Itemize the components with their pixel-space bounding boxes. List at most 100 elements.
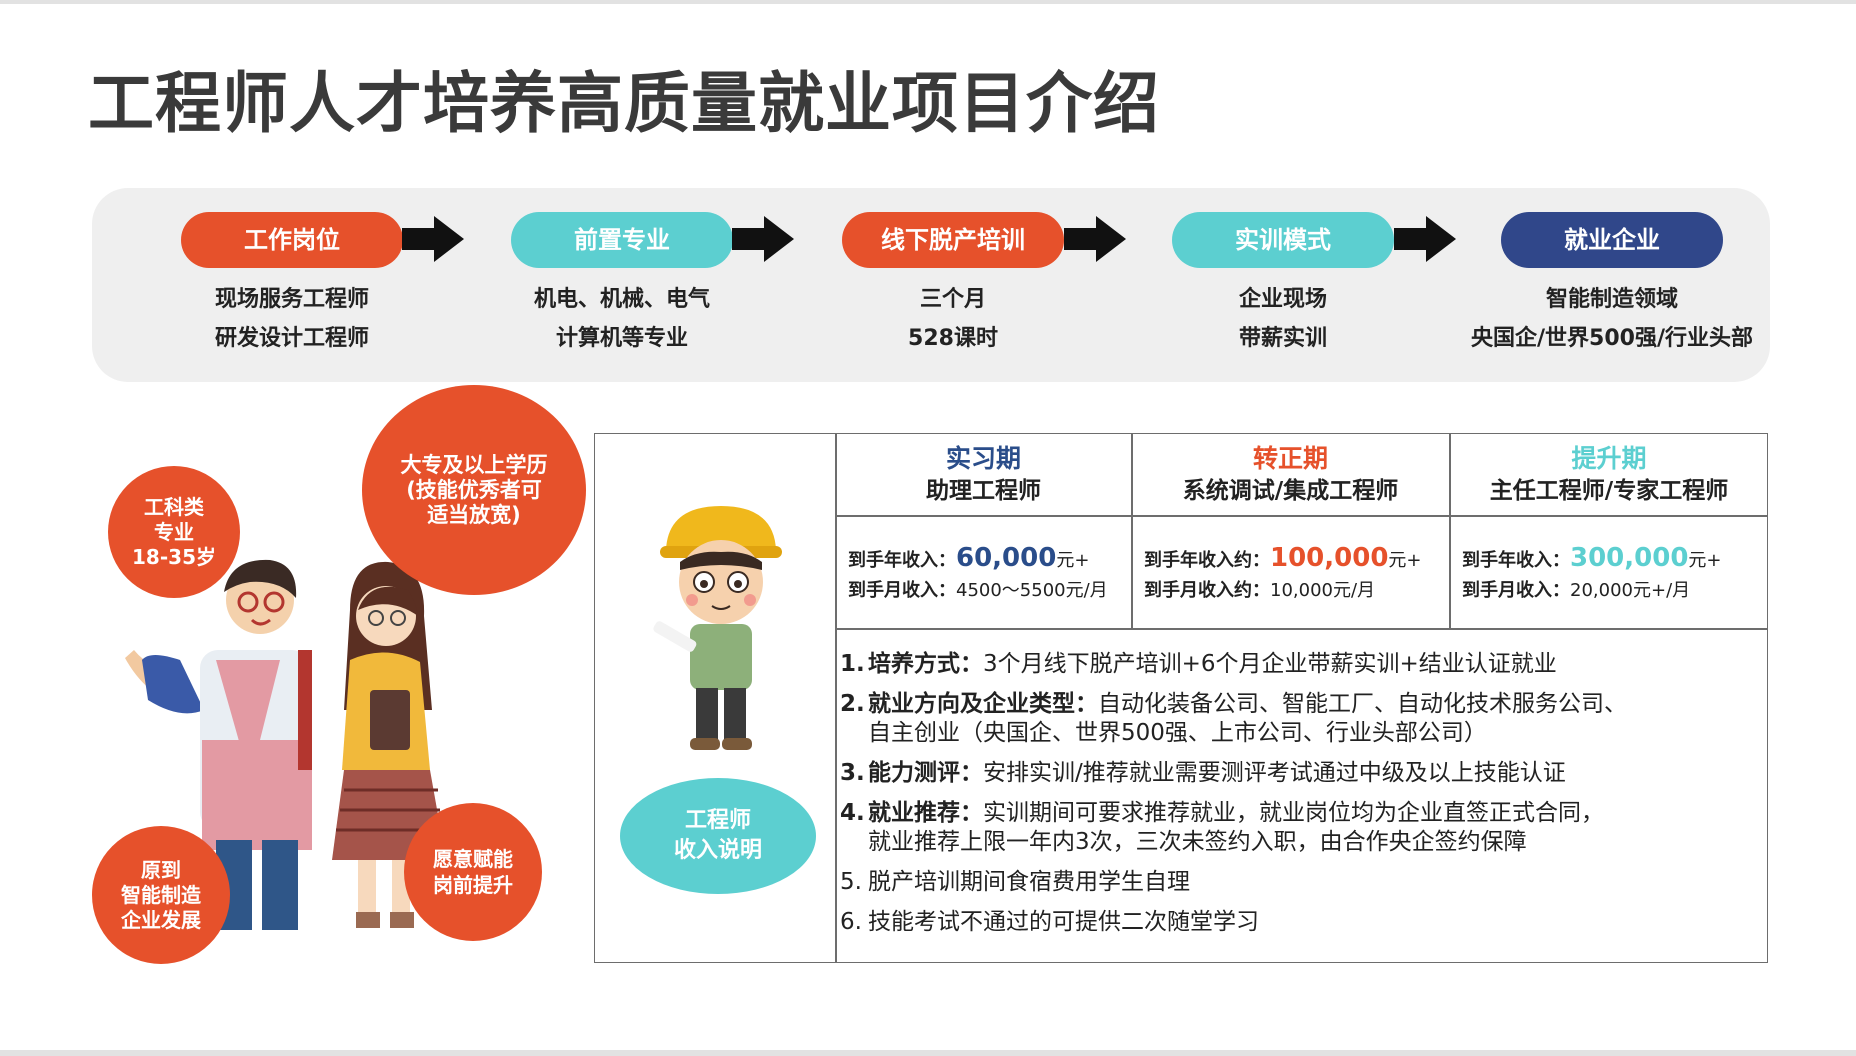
badge-line: 工程师: [684, 808, 751, 833]
circle-line: 原到: [141, 857, 181, 882]
note-text: 3个月线下脱产培训+6个月企业带薪实训+结业认证就业: [983, 651, 1557, 677]
arrow-right-icon: [1064, 216, 1126, 262]
flow-step-employer: 就业企业 智能制造领域 央国企/世界500强/行业头部: [1452, 212, 1772, 358]
divider: [835, 515, 1768, 517]
note-item: 5. 脱产培训期间食宿费用学生自理: [840, 868, 1760, 897]
phase-title: 提升期: [1571, 444, 1647, 473]
income-explanation-badge: 工程师 收入说明: [620, 778, 816, 894]
flow-step-line: 三个月: [919, 287, 986, 312]
circle-line: 企业发展: [121, 907, 201, 932]
phase-header-advance: 提升期 主任工程师/专家工程师: [1450, 443, 1768, 507]
note-number: 6.: [840, 909, 862, 935]
flow-step-job: 工作岗位 现场服务工程师 研发设计工程师: [142, 212, 442, 358]
income-monthly-value: 10,000元/月: [1270, 580, 1376, 601]
flow-step-line: 智能制造领域: [1545, 287, 1678, 312]
note-item: 3. 能力测评：安排实训/推荐就业需要测评考试通过中级及以上技能认证: [840, 759, 1760, 788]
income-annual-value: 100,000: [1270, 543, 1389, 573]
phase-role: 助理工程师: [926, 478, 1041, 504]
flow-step-line: 计算机等专业: [555, 326, 688, 351]
note-number: 4.: [840, 800, 865, 826]
note-text-continued: 自主创业（央国企、世界500强、上市公司、行业头部公司）: [868, 720, 1487, 746]
note-number: 2.: [840, 691, 865, 717]
income-cell-intern: 到手年收入：60,000元+ 到手月收入：4500～5500元/月: [848, 543, 1108, 606]
circle-line: (技能优秀者可: [406, 477, 542, 502]
note-item: 2. 就业方向及企业类型：自动化装备公司、智能工厂、自动化技术服务公司、自主创业…: [840, 690, 1760, 748]
note-number: 5.: [840, 869, 862, 895]
income-cell-advance: 到手年收入：300,000元+ 到手月收入：20,000元+/月: [1462, 543, 1722, 606]
flow-step-pill: 线下脱产培训: [842, 212, 1064, 268]
badge-line: 收入说明: [673, 838, 762, 863]
phase-header-intern: 实习期 助理工程师: [836, 443, 1131, 507]
note-number: 1.: [840, 651, 865, 677]
income-panel: [594, 433, 1768, 963]
divider: [1131, 433, 1133, 629]
circle-education: 大专及以上学历 (技能优秀者可 适当放宽): [362, 385, 586, 595]
note-text: 实训期间可要求推荐就业，就业岗位均为企业直签正式合同，: [983, 800, 1604, 826]
income-annual-label: 到手年收入约：: [1144, 550, 1270, 571]
income-monthly-value: 4500～5500元/月: [956, 580, 1108, 601]
note-item: 6. 技能考试不通过的可提供二次随堂学习: [840, 908, 1760, 937]
phase-role: 系统调试/集成工程师: [1182, 478, 1399, 504]
note-label: 就业推荐：: [868, 800, 983, 826]
income-annual-label: 到手年收入：: [848, 550, 956, 571]
flow-step-pill: 工作岗位: [181, 212, 403, 268]
flow-step-major: 前置专业 机电、机械、电气 计算机等专业: [472, 212, 772, 358]
note-item: 4. 就业推荐：实训期间可要求推荐就业，就业岗位均为企业直签正式合同， 就业推荐上…: [840, 799, 1760, 857]
students-illustration: [125, 559, 446, 930]
note-label: 就业方向及企业类型：: [868, 691, 1098, 717]
flow-step-line: 现场服务工程师: [214, 287, 369, 312]
flow-step-pill: 就业企业: [1501, 212, 1723, 268]
arrow-right-icon: [1394, 216, 1456, 262]
note-number: 3.: [840, 760, 865, 786]
circle-line: 愿意赋能: [433, 847, 513, 871]
income-monthly-label: 到手月收入：: [1462, 580, 1570, 601]
circle-line: 工科类: [144, 494, 204, 519]
phase-title: 转正期: [1252, 444, 1328, 473]
notes-list: 1. 培养方式：3个月线下脱产培训+6个月企业带薪实训+结业认证就业 2. 就业…: [840, 650, 1760, 948]
note-label: 能力测评：: [868, 760, 983, 786]
top-rule: [0, 0, 1856, 4]
circle-line: 岗前提升: [433, 873, 513, 897]
note-text: 技能考试不通过的可提供二次随堂学习: [868, 909, 1259, 935]
income-annual-suffix: 元+: [1388, 550, 1422, 571]
circle-engineering: 工科类 专业 18-35岁: [108, 466, 240, 598]
income-annual-suffix: 元+: [1688, 550, 1722, 571]
income-annual-value: 300,000: [1570, 543, 1689, 573]
income-monthly-label: 到手月收入约：: [1144, 580, 1270, 601]
bottom-rule: [0, 1050, 1856, 1056]
flow-step-line: 企业现场: [1238, 287, 1327, 312]
income-monthly-value: 20,000元+/月: [1570, 580, 1691, 601]
note-text-continued: 就业推荐上限一年内3次，三次未签约入职，由合作央企签约保障: [868, 829, 1527, 855]
income-cell-regular: 到手年收入约：100,000元+ 到手月收入约：10,000元/月: [1144, 543, 1422, 606]
phase-role: 主任工程师/专家工程师: [1489, 478, 1729, 504]
phase-header-regular: 转正期 系统调试/集成工程师: [1132, 443, 1449, 507]
flow-step-pill: 实训模式: [1172, 212, 1394, 268]
flow-step-line: 机电、机械、电气: [533, 287, 710, 312]
divider: [835, 433, 837, 963]
note-text: 脱产培训期间食宿费用学生自理: [868, 869, 1190, 895]
note-label: 培养方式：: [868, 651, 983, 677]
note-text: 自动化装备公司、智能工厂、自动化技术服务公司、: [1098, 691, 1627, 717]
note-text: 安排实训/推荐就业需要测评考试通过中级及以上技能认证: [983, 760, 1566, 786]
flow-step-pill: 前置专业: [511, 212, 733, 268]
arrow-right-icon: [732, 216, 794, 262]
note-item: 1. 培养方式：3个月线下脱产培训+6个月企业带薪实训+结业认证就业: [840, 650, 1760, 679]
income-annual-label: 到手年收入：: [1462, 550, 1570, 571]
divider: [1449, 433, 1451, 629]
income-annual-value: 60,000: [956, 543, 1057, 573]
arrow-right-icon: [402, 216, 464, 262]
flow-step-line: 央国企/世界500强/行业头部: [1471, 326, 1753, 351]
divider: [835, 628, 1768, 630]
flow-step-line: 研发设计工程师: [214, 326, 369, 351]
circle-line: 专业: [154, 519, 194, 544]
flow-step-training: 线下脱产培训 三个月 528课时: [803, 212, 1103, 358]
circle-line: 适当放宽): [427, 502, 521, 527]
flow-step-practice: 实训模式 企业现场 带薪实训: [1133, 212, 1433, 358]
phase-title: 实习期: [945, 444, 1021, 473]
process-flow: 工作岗位 现场服务工程师 研发设计工程师 前置专业 机电、机械、电气 计算机等专…: [92, 188, 1770, 382]
income-monthly-label: 到手月收入：: [848, 580, 956, 601]
page-title: 工程师人才培养高质量就业项目介绍: [88, 65, 1160, 142]
flow-step-line: 528课时: [908, 326, 998, 351]
engineer-cartoon: [653, 506, 782, 750]
circle-line: 18-35岁: [132, 544, 216, 569]
